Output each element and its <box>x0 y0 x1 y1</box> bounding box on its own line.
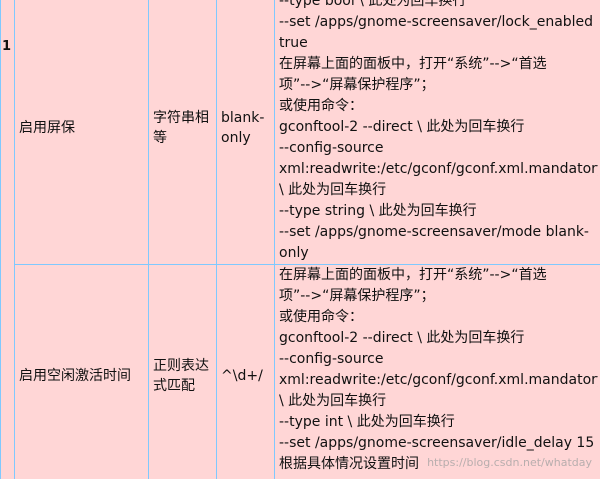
instruction-line: \ 此处为回车换行 <box>279 393 387 409</box>
setting-name: 启用屏保 <box>14 0 149 265</box>
instruction-line: --config-source <box>279 140 384 156</box>
instruction-line: --set /apps/gnome-screensaver/lock_enabl… <box>279 14 594 30</box>
instruction-line: 根据具体情况设置时间 <box>279 456 419 472</box>
table-row: 启用空闲激活时间 正则表达式匹配 ^\d+/ 在屏幕上面的面板中，打开“系统”-… <box>1 264 600 479</box>
instruction-line: gconftool-2 --direct \ 此处为回车换行 <box>279 330 525 346</box>
instruction-line: --type int \ 此处为回车换行 <box>279 414 455 430</box>
instruction-line: 或使用命令： <box>279 309 363 325</box>
instruction-line: 在屏幕上面的面板中，打开“系统”-->“首选 <box>279 267 547 283</box>
instruction-line: --set /apps/gnome-screensaver/mode blank… <box>279 224 589 240</box>
instruction-line: --type bool \ 此处为回车换行 <box>279 0 467 9</box>
instruction-line: 项”-->“屏幕保护程序”； <box>279 77 435 93</box>
instruction-line: true <box>279 35 308 51</box>
expected-value: ^\d+/ <box>216 264 275 479</box>
instruction-line: xml:readwrite:/etc/gconf/gconf.xml.manda… <box>279 161 598 177</box>
instruction-line: --type string \ 此处为回车换行 <box>279 203 477 219</box>
config-instructions: 在屏幕上面的面板中，打开“系统”-->“首选 项”-->“屏幕保护程序”； 或使… <box>274 264 600 479</box>
instruction-line: only <box>279 245 309 261</box>
match-type: 正则表达式匹配 <box>148 264 217 479</box>
instruction-line: xml:readwrite:/etc/gconf/gconf.xml.manda… <box>279 372 598 388</box>
watermark: https://blog.csdn.net/whatday <box>427 456 592 469</box>
instruction-line: --config-source <box>279 351 384 367</box>
instruction-line: 在屏幕上面的面板中，打开“系统”-->“首选 <box>279 56 547 72</box>
match-type: 字符串相等 <box>148 0 217 265</box>
instruction-line: --set /apps/gnome-screensaver/idle_delay… <box>279 435 595 451</box>
instruction-line: \ 此处为回车换行 <box>279 182 387 198</box>
expected-value: blank-only <box>216 0 275 265</box>
instruction-line: 或使用命令： <box>279 98 363 114</box>
config-instructions: --type bool \ 此处为回车换行 --set /apps/gnome-… <box>274 0 600 265</box>
setting-name: 启用空闲激活时间 <box>14 264 149 479</box>
row-index: 1 <box>0 0 15 479</box>
instruction-line: gconftool-2 --direct \ 此处为回车换行 <box>279 119 525 135</box>
instruction-line: 项”-->“屏幕保护程序”； <box>279 288 435 304</box>
